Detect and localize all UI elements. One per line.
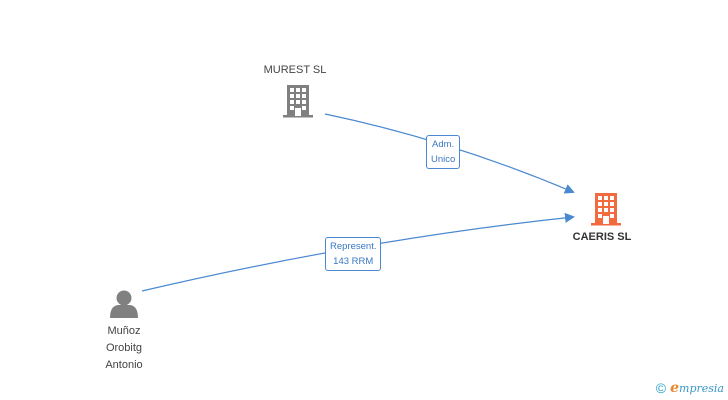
person-name-line-3: Antonio: [105, 359, 143, 371]
person-name-line-1: Muñoz: [107, 325, 141, 337]
brand-footer: © empresia: [656, 380, 724, 396]
node-label-person[interactable]: Muñoz Orobitg Antonio: [84, 323, 164, 374]
edge-label-line-2: 143 RRM: [333, 256, 374, 267]
edge-label-line-1: Represent.: [330, 241, 377, 252]
building-icon[interactable]: [283, 85, 313, 118]
copyright-icon: ©: [655, 380, 667, 396]
edge-label-adm-unico: Adm. Unico: [426, 135, 461, 169]
edge-label-represent: Represent. 143 RRM: [325, 237, 382, 271]
node-label-murest[interactable]: MUREST SL: [263, 64, 327, 76]
person-icon[interactable]: [110, 290, 138, 319]
node-label-caeris[interactable]: CAERIS SL: [572, 231, 632, 243]
edge-label-line-1: Adm.: [432, 139, 455, 150]
building-icon[interactable]: [591, 193, 621, 226]
edge-label-line-2: Unico: [431, 154, 456, 165]
brand-logo[interactable]: empresia: [670, 380, 724, 396]
person-name-line-2: Orobitg: [105, 342, 143, 354]
